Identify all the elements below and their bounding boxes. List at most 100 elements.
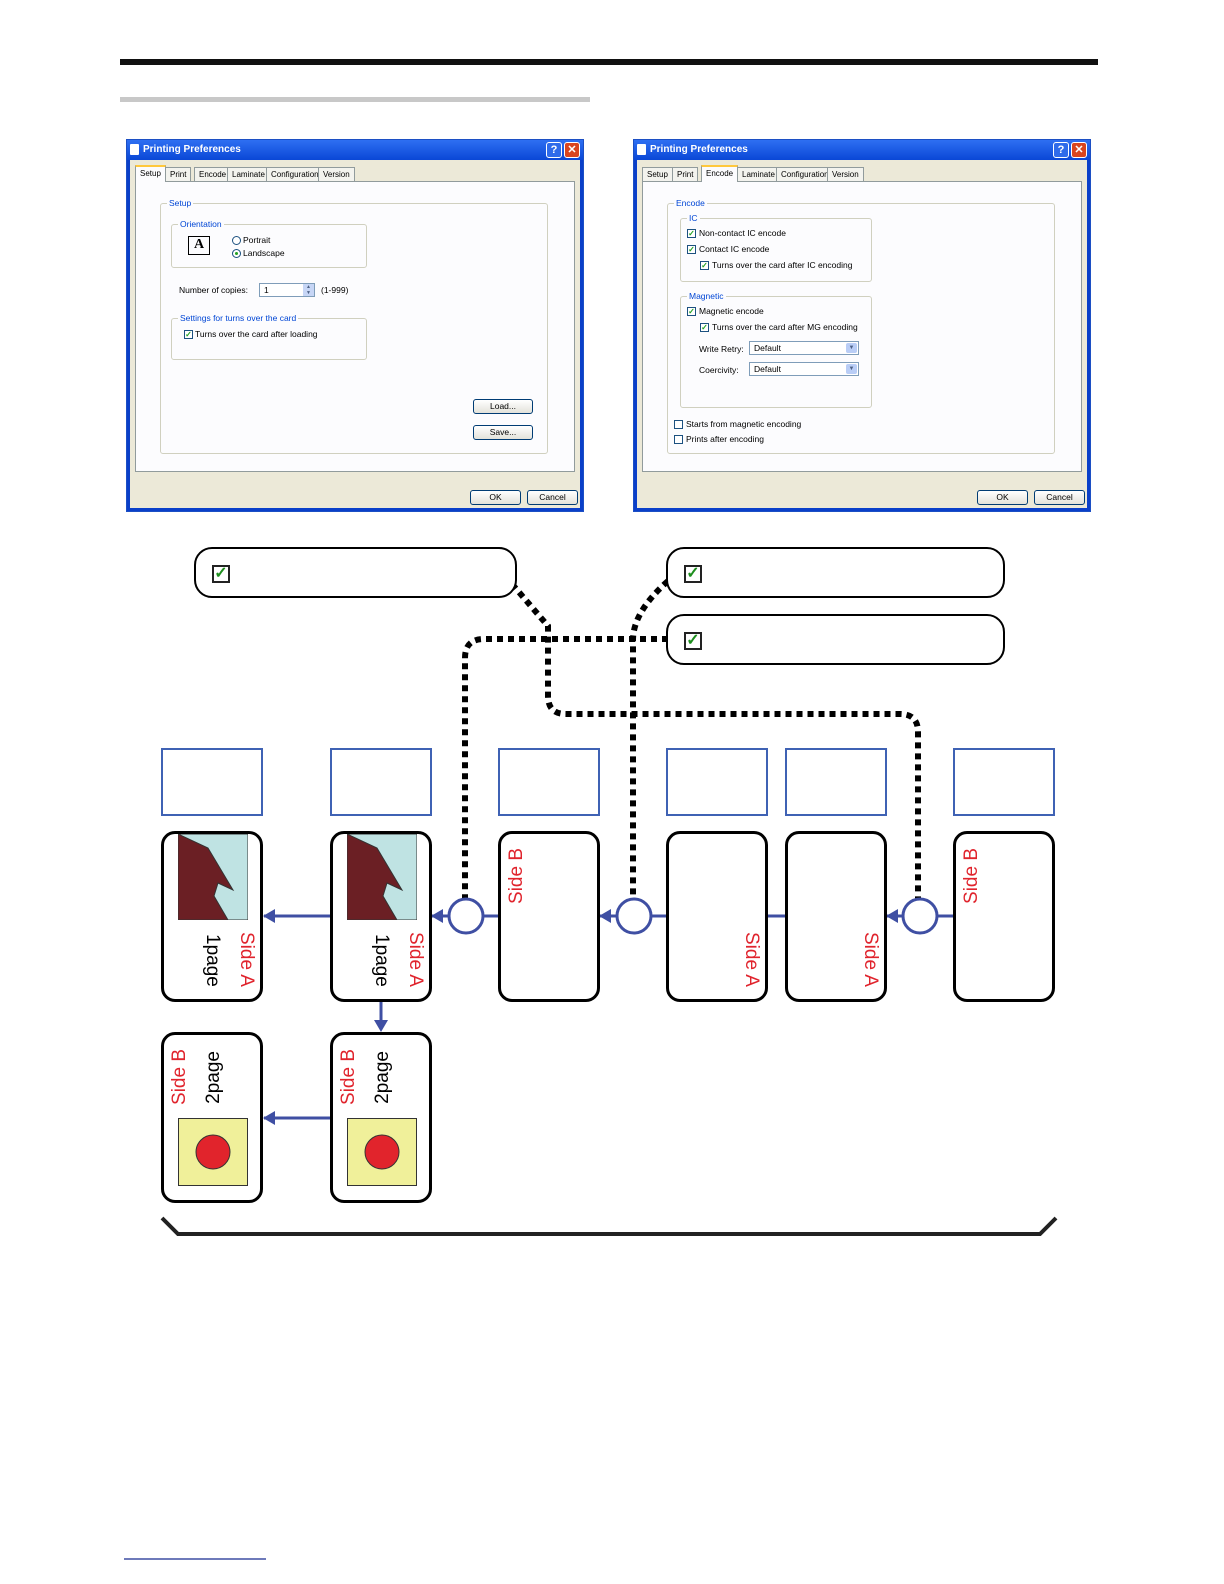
copies-spinner[interactable]: ▲▼ [303, 284, 314, 296]
side-b-label: Side B [338, 1049, 359, 1105]
tab-setup[interactable]: Setup [135, 165, 166, 182]
flow-arrows [264, 897, 955, 1120]
page-1-label: 1page [202, 934, 223, 987]
side-a-label: Side A [860, 932, 881, 987]
circle-image-icon [178, 1118, 248, 1186]
mountain-image-icon [347, 834, 417, 920]
ok-button[interactable]: OK [470, 490, 521, 505]
dialog-titlebar: Printing Preferences ? ✕ [127, 140, 583, 160]
copies-range: (1-999) [321, 285, 349, 295]
side-a-label: Side A [405, 932, 426, 987]
stage-label-box-3 [498, 748, 600, 816]
turn-after-mg-label: Turns over the card after MG encoding [712, 322, 858, 332]
magnetic-encode-label: Magnetic encode [699, 306, 764, 316]
card-print-side-b: Side B 2page [330, 1032, 432, 1203]
copies-input[interactable]: 1 [259, 283, 315, 297]
side-a-label: Side A [236, 932, 257, 987]
help-button[interactable]: ? [546, 142, 562, 158]
tab-version[interactable]: Version [318, 167, 355, 181]
turn-settings-label: Settings for turns over the card [178, 312, 299, 324]
turn-settings-group: Settings for turns over the card ✓ Turns… [171, 312, 367, 360]
printing-preferences-dialog-encode: Printing Preferences ? ✕ Setup Print Enc… [633, 139, 1091, 512]
section-rule [120, 97, 590, 102]
card-print-side-a: Side A 1page [330, 831, 432, 1002]
landscape-label: Landscape [243, 248, 285, 258]
callout-turn-after-mg: ✓ [666, 614, 1005, 665]
coercivity-value: Default [754, 364, 781, 374]
circle-image-icon [347, 1118, 417, 1186]
arrowheads [263, 909, 898, 1125]
dotted-line-turn-ic [630, 578, 670, 900]
help-button[interactable]: ? [1053, 142, 1069, 158]
dialog-body: Setup Print Encode Laminate Configuratio… [637, 160, 1087, 508]
encode-group-label: Encode [674, 197, 707, 209]
ic-group: IC ✓ Non-contact IC encode ✓ Contact IC … [680, 212, 872, 282]
setup-group-label: Setup [167, 197, 194, 209]
write-retry-value: Default [754, 343, 781, 353]
close-button[interactable]: ✕ [1071, 142, 1087, 158]
load-button[interactable]: Load... [473, 399, 533, 414]
contact-ic-checkbox[interactable]: ✓ [687, 245, 696, 254]
turn-after-ic-checkbox[interactable]: ✓ [700, 261, 709, 270]
page-2-label: 2page [203, 1051, 224, 1104]
close-button[interactable]: ✕ [564, 142, 580, 158]
stage-label-box-1 [161, 748, 263, 816]
page-1-label: 1page [371, 934, 392, 987]
stage-label-box-5 [785, 748, 887, 816]
tab-panel: Setup Orientation A Portrait Landscape N… [135, 181, 575, 472]
portrait-radio[interactable] [232, 236, 241, 245]
callout-turn-after-ic: ✓ [666, 547, 1005, 598]
dotted-connectors [462, 578, 921, 900]
checkbox-checked-icon: ✓ [684, 565, 702, 583]
ok-button[interactable]: OK [977, 490, 1028, 505]
tab-encode[interactable]: Encode [701, 165, 739, 182]
landscape-radio[interactable] [232, 249, 241, 258]
card-loaded-side-b: Side B [953, 831, 1055, 1002]
side-a-label: Side A [741, 932, 762, 987]
starts-magnetic-checkbox[interactable] [674, 420, 683, 429]
starts-magnetic-label: Starts from magnetic encoding [686, 419, 802, 429]
cancel-button[interactable]: Cancel [1034, 490, 1085, 505]
card-output-side-b: Side B 2page [161, 1032, 263, 1203]
card-after-ic-turn: Side A [785, 831, 887, 1002]
turn-after-ic-label: Turns over the card after IC encoding [712, 260, 853, 270]
magnetic-group-label: Magnetic [687, 290, 726, 302]
tab-print[interactable]: Print [672, 167, 699, 181]
bracket [160, 1216, 1058, 1236]
save-button[interactable]: Save... [473, 425, 533, 440]
dialog-title: Printing Preferences [143, 144, 241, 155]
mountain-image-icon [178, 834, 248, 920]
printer-icon [130, 144, 139, 155]
orientation-group: Orientation A Portrait Landscape [171, 218, 367, 268]
printing-preferences-dialog-setup: Printing Preferences ? ✕ Setup Print Enc… [126, 139, 584, 512]
tab-version[interactable]: Version [827, 167, 864, 181]
setup-group: Setup Orientation A Portrait Landscape N… [160, 197, 548, 454]
orientation-label: Orientation [178, 218, 224, 230]
side-b-label: Side B [961, 848, 982, 904]
tab-panel: Encode IC ✓ Non-contact IC encode ✓ Cont… [642, 181, 1082, 472]
card-output-side-a: Side A 1page [161, 831, 263, 1002]
turn-after-loading-checkbox[interactable]: ✓ [184, 330, 193, 339]
magnetic-encode-checkbox[interactable]: ✓ [687, 307, 696, 316]
checkbox-checked-icon: ✓ [212, 565, 230, 583]
stage-label-box-2 [330, 748, 432, 816]
cancel-button[interactable]: Cancel [527, 490, 578, 505]
noncontact-ic-checkbox[interactable]: ✓ [687, 229, 696, 238]
magnetic-group: Magnetic ✓ Magnetic encode ✓ Turns over … [680, 290, 872, 408]
chevron-down-icon: ▼ [846, 343, 857, 353]
prints-after-label: Prints after encoding [686, 434, 764, 444]
coercivity-select[interactable]: Default ▼ [749, 362, 859, 376]
dotted-line-turn-mg [462, 636, 668, 900]
stage-label-box-4 [666, 748, 768, 816]
encode-group: Encode IC ✓ Non-contact IC encode ✓ Cont… [667, 197, 1055, 454]
header-rule [120, 59, 1098, 65]
write-retry-select[interactable]: Default ▼ [749, 341, 859, 355]
prints-after-checkbox[interactable] [674, 435, 683, 444]
noncontact-ic-label: Non-contact IC encode [699, 228, 786, 238]
page-2-label: 2page [372, 1051, 393, 1104]
dialog-body: Setup Print Encode Laminate Configuratio… [130, 160, 580, 508]
card-magnetic-encode: Side A [666, 831, 768, 1002]
ic-group-label: IC [687, 212, 700, 224]
turn-after-mg-checkbox[interactable]: ✓ [700, 323, 709, 332]
